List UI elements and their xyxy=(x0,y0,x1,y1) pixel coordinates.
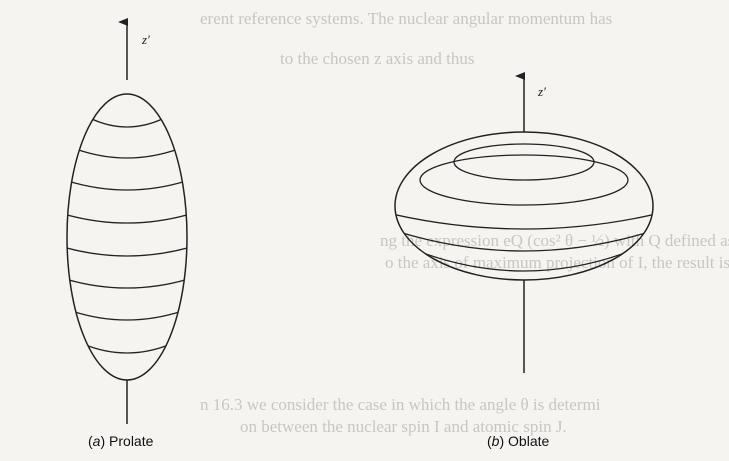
ghost-line-2: to the chosen z axis and thus xyxy=(280,49,475,68)
ghost-line-4: o the axis of maximum projection of I, t… xyxy=(385,253,729,272)
oblate-cap-ring-1 xyxy=(453,143,595,181)
oblate-caption-text: Oblate xyxy=(508,433,549,449)
oblate-axis-label: z′ xyxy=(537,84,546,99)
prolate-band-4 xyxy=(67,213,187,224)
prolate-caption-letter: a xyxy=(93,433,101,449)
oblate-cap-ring-2 xyxy=(419,154,629,206)
oblate-band-2 xyxy=(399,231,649,252)
oblate-latitude-bands xyxy=(395,143,653,272)
oblate-outline xyxy=(394,131,654,281)
prolate-band-1 xyxy=(89,117,165,128)
ghost-line-6: on between the nuclear spin I and atomic… xyxy=(240,417,567,436)
prolate-band-3 xyxy=(67,180,187,191)
oblate-caption: (b) Oblate xyxy=(487,433,549,449)
prolate-band-7 xyxy=(71,310,183,321)
prolate-outline xyxy=(66,93,188,381)
prolate-latitude-bands xyxy=(67,117,187,354)
prolate-caption-text: Prolate xyxy=(109,433,154,449)
oblate-diagram: z′ xyxy=(394,72,654,373)
prolate-diagram: z′ xyxy=(66,18,188,424)
prolate-band-5 xyxy=(67,246,187,257)
ghost-line-1: erent reference systems. The nuclear ang… xyxy=(200,9,612,28)
oblate-band-1 xyxy=(395,213,653,230)
prolate-band-2 xyxy=(75,148,179,159)
prolate-axis-label: z′ xyxy=(141,32,150,47)
oblate-band-3 xyxy=(417,250,631,272)
prolate-band-8 xyxy=(82,343,172,354)
prolate-caption: (a) Prolate xyxy=(88,433,154,449)
oblate-caption-letter: b xyxy=(492,433,500,449)
ghost-line-5: n 16.3 we consider the case in which the… xyxy=(200,395,601,414)
prolate-band-6 xyxy=(67,278,187,289)
